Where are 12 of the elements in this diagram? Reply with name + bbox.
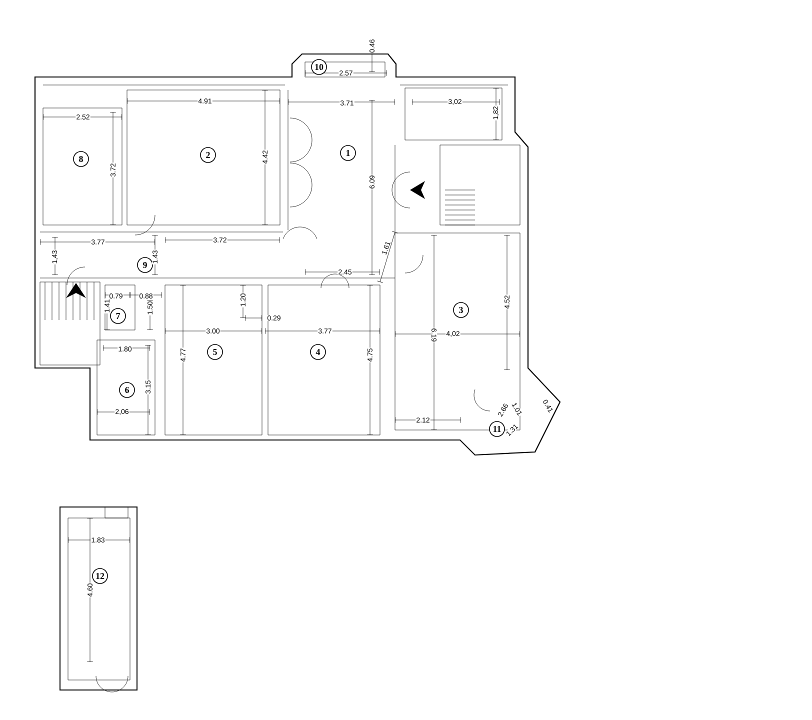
room-number: 3 xyxy=(453,302,469,318)
room-number: 4 xyxy=(310,344,326,360)
room-number: 5 xyxy=(207,344,223,360)
room-number: 6 xyxy=(119,382,135,398)
room-number: 7 xyxy=(110,308,126,324)
room-number: 1 xyxy=(340,145,356,161)
room-number: 2 xyxy=(200,147,216,163)
room-number: 10 xyxy=(311,59,327,75)
room-number: 11 xyxy=(489,421,505,437)
room-number: 8 xyxy=(73,151,89,167)
room-number: 9 xyxy=(137,257,153,273)
room-number: 12 xyxy=(92,568,108,584)
